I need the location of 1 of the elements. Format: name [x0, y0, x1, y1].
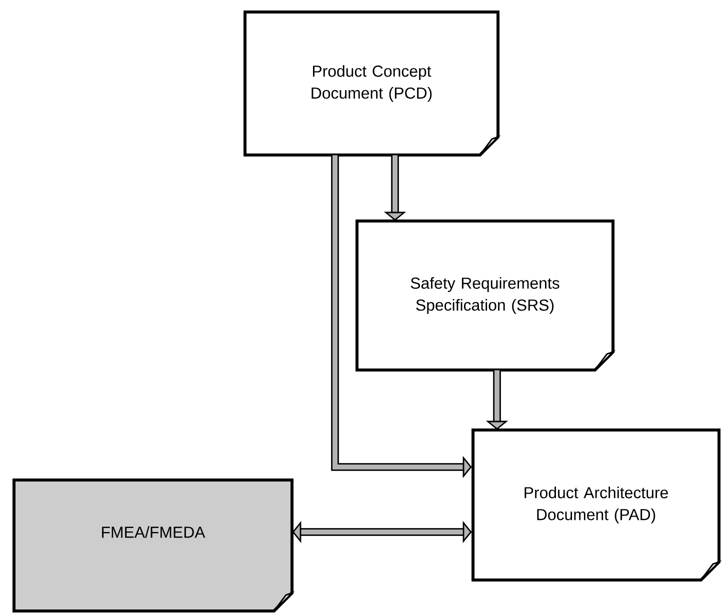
block-arrow [292, 520, 472, 544]
